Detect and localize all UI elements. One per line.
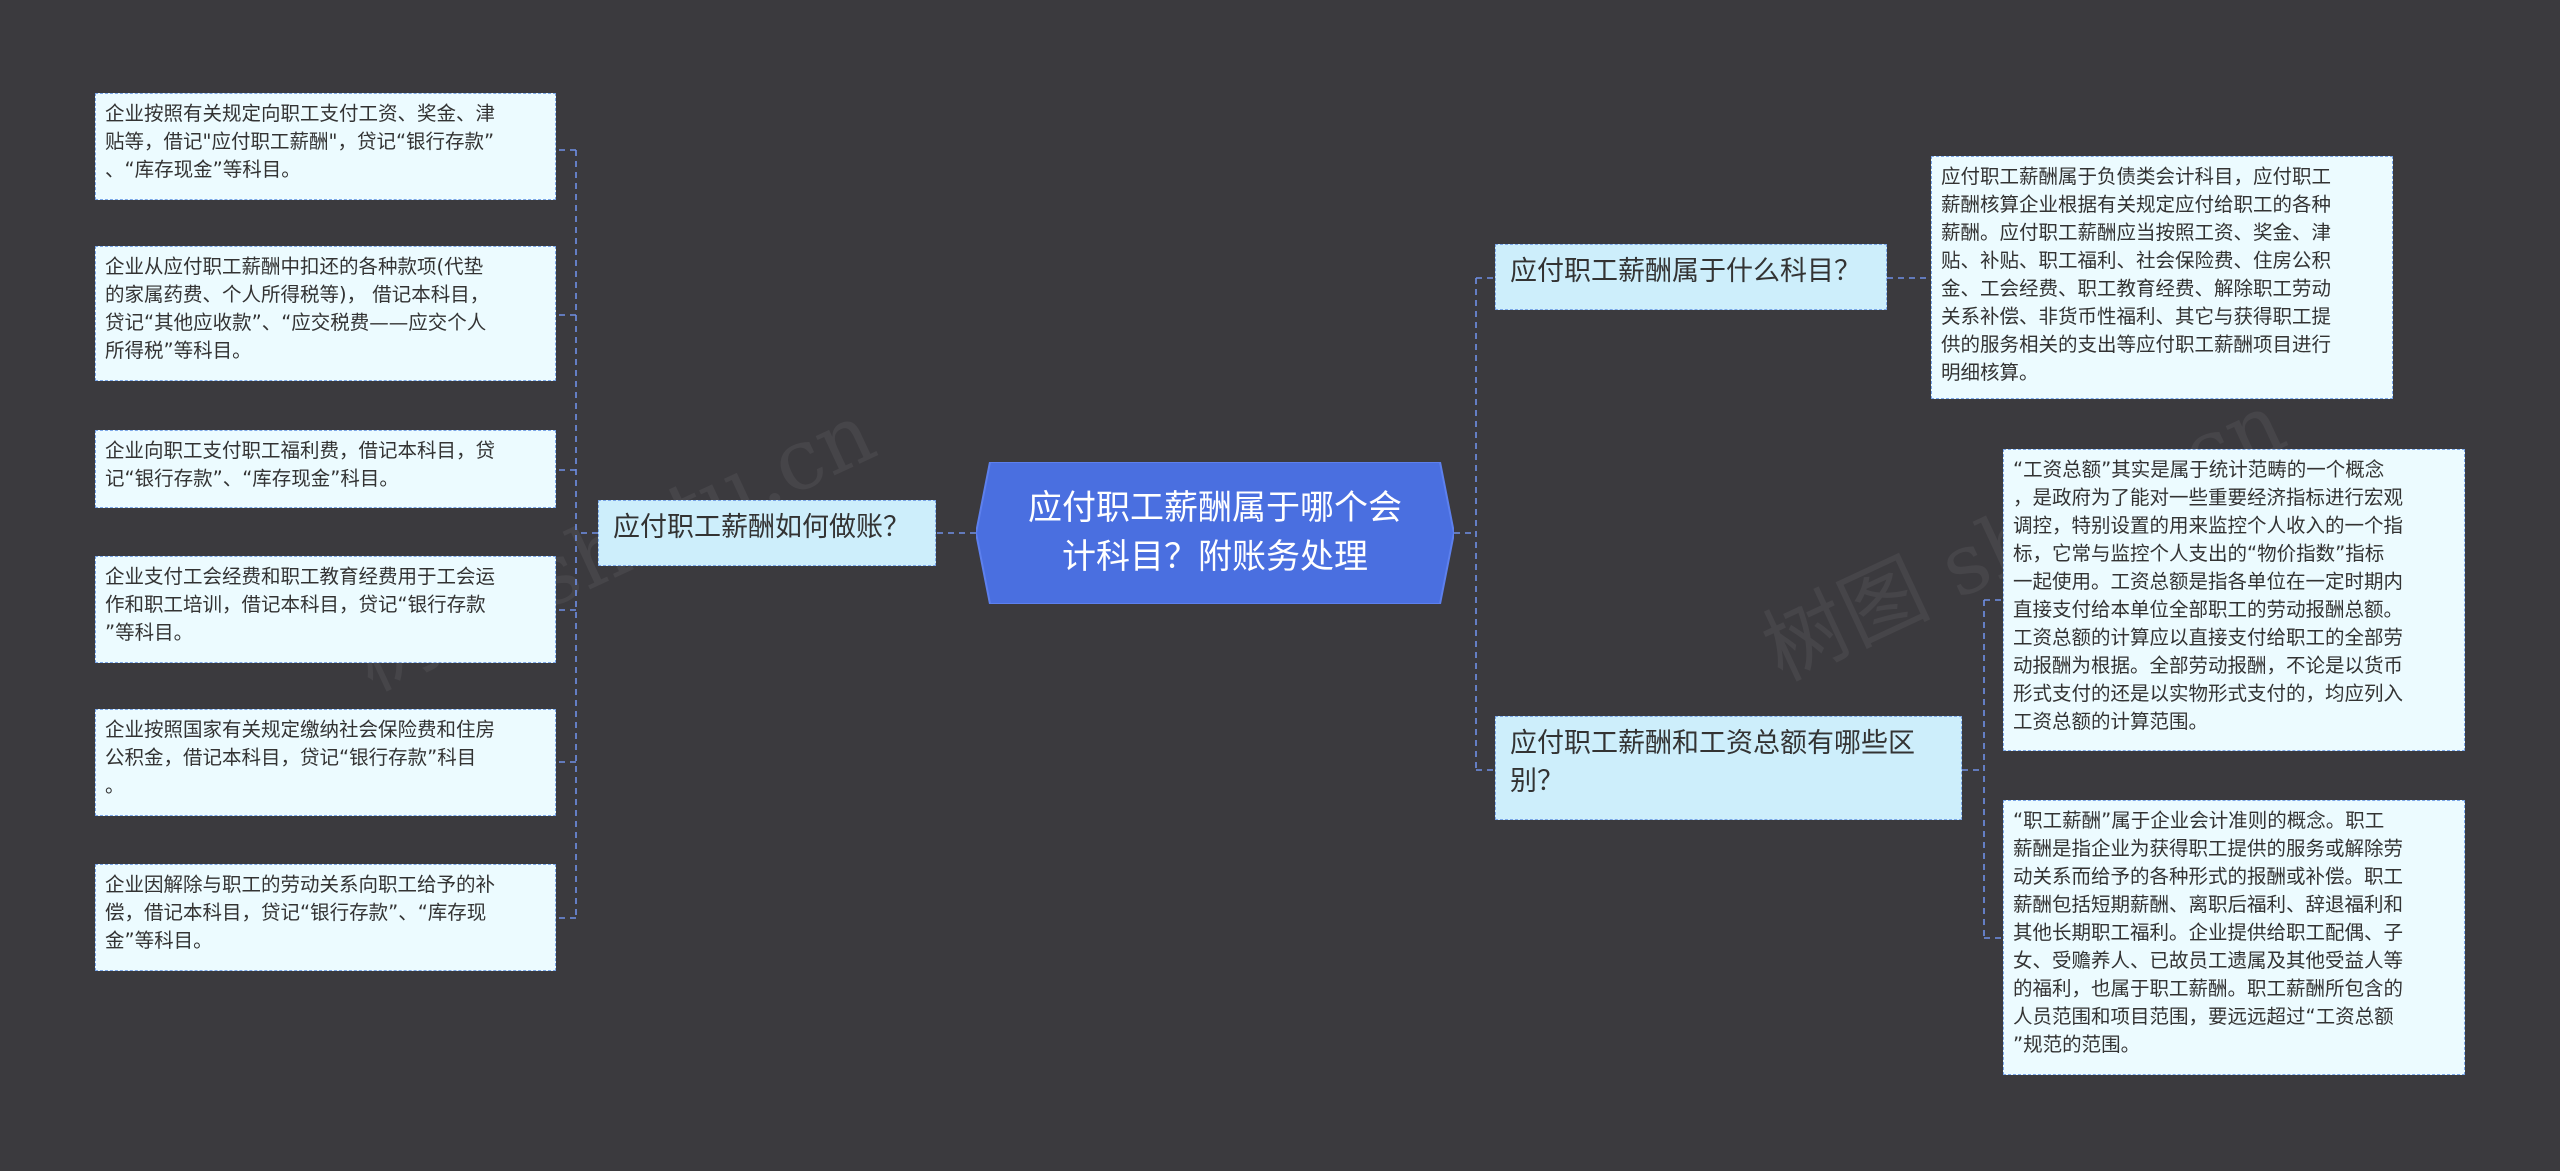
branch-difference-total-wages[interactable]: 应付职工薪酬和工资总额有哪些区 别？: [1495, 716, 1962, 820]
center-topic-shape: [976, 462, 1454, 604]
link-right-bottom-trunk: [1962, 600, 1985, 938]
link-left-trunk: [575, 150, 598, 918]
leaf-social-insurance[interactable]: 企业按照国家有关规定缴纳社会保险费和住房 公积金，借记本科目，贷记“银行存款”科…: [95, 709, 556, 816]
leaf-deductions[interactable]: 企业从应付职工薪酬中扣还的各种款项(代垫 的家属药费、个人所得税等)， 借记本科…: [95, 246, 556, 381]
leaf-welfare[interactable]: 企业向职工支付职工福利费，借记本科目，贷 记“银行存款”、“库存现金”科目。: [95, 430, 556, 508]
center-topic-title: 应付职工薪酬属于哪个会 计科目？附账务处理: [1028, 488, 1402, 577]
branch-which-account[interactable]: 应付职工薪酬属于什么科目？: [1495, 244, 1887, 310]
branch-how-to-account[interactable]: 应付职工薪酬如何做账？: [598, 500, 936, 566]
leaf-pay-wages[interactable]: 企业按照有关规定向职工支付工资、奖金、津 贴等，借记"应付职工薪酬"，贷记“银行…: [95, 93, 556, 200]
leaf-liability-account[interactable]: 应付职工薪酬属于负债类会计科目，应付职工 薪酬核算企业根据有关规定应付给职工的各…: [1931, 156, 2393, 399]
leaf-total-wages-concept[interactable]: “工资总额”其实是属于统计范畴的一个概念 ，是政府为了能对一些重要经济指标进行宏…: [2003, 449, 2465, 751]
leaf-employee-compensation-concept[interactable]: “职工薪酬”属于企业会计准则的概念。职工 薪酬是指企业为获得职工提供的服务或解除…: [2003, 800, 2465, 1075]
link-center-right: [1454, 278, 1477, 770]
leaf-termination[interactable]: 企业因解除与职工的劳动关系向职工给予的补 偿，借记本科目，贷记“银行存款”、“库…: [95, 864, 556, 971]
center-topic[interactable]: 应付职工薪酬属于哪个会 计科目？附账务处理: [976, 462, 1454, 604]
leaf-union-education[interactable]: 企业支付工会经费和职工教育经费用于工会运 作和职工培训，借记本科目，贷记“银行存…: [95, 556, 556, 663]
